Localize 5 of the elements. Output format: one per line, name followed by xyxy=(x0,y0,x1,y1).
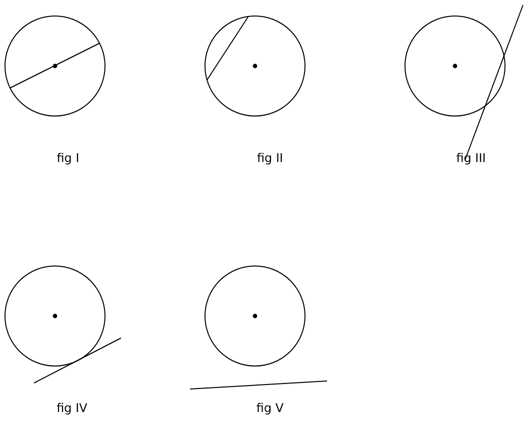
figure-caption: fig I xyxy=(56,151,80,165)
figure-caption: fig IV xyxy=(56,401,88,415)
figure-caption: fig V xyxy=(256,401,284,415)
figure-caption: fig II xyxy=(256,151,284,165)
figure-caption: fig III xyxy=(456,151,486,165)
